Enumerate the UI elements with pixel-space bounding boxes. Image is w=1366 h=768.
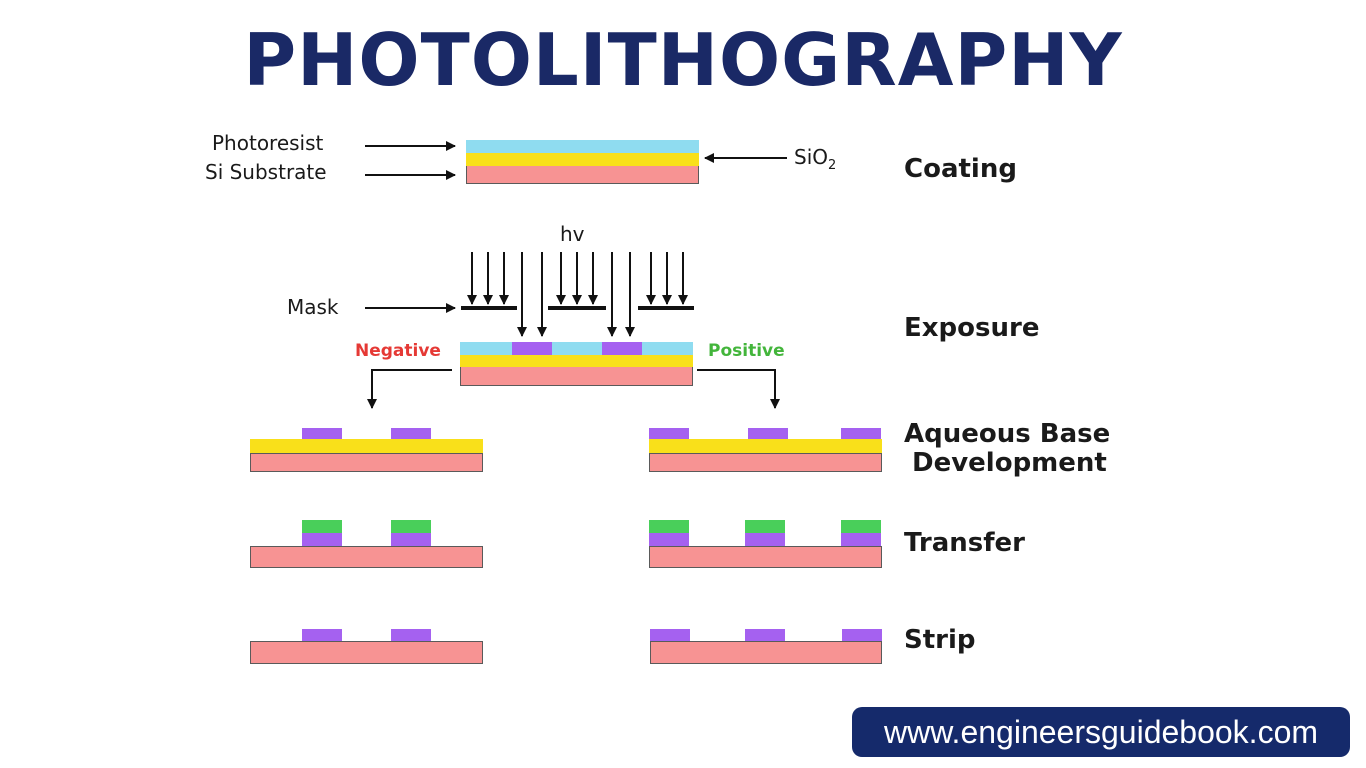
hv-label: hv	[560, 222, 585, 246]
oxide-feature	[649, 533, 689, 546]
negative-branch-arrow	[367, 369, 452, 409]
sio2-layer	[250, 439, 483, 453]
exposed-resist-region	[512, 342, 552, 355]
sio2-label-subscript: 2	[828, 158, 837, 173]
oxide-feature	[842, 629, 882, 641]
positive-branch-arrow	[697, 369, 780, 409]
sio2-layer	[466, 153, 699, 166]
resist-cap	[745, 520, 785, 533]
sio2-layer	[460, 355, 693, 367]
sio2-label: SiO2	[794, 145, 836, 173]
step-development-line1: Aqueous Base	[904, 419, 1111, 449]
si-substrate-layer	[250, 546, 483, 568]
si-substrate-label: Si Substrate	[205, 160, 327, 184]
si-substrate-layer	[650, 641, 882, 664]
website-link[interactable]: www.engineersguidebook.com	[852, 707, 1350, 757]
step-transfer: Transfer	[904, 528, 1025, 558]
resist-feature	[748, 428, 788, 439]
si-substrate-layer	[466, 165, 699, 184]
positive-label: Positive	[708, 341, 785, 361]
si-substrate-layer	[649, 546, 882, 568]
si-substrate-layer	[250, 641, 483, 664]
resist-feature	[841, 428, 881, 439]
step-development: Aqueous Base Development	[904, 420, 1110, 478]
resist-feature	[391, 428, 431, 439]
si-substrate-layer	[460, 366, 693, 386]
photoresist-layer	[466, 140, 699, 153]
step-development-line2: Development	[912, 448, 1107, 478]
resist-cap	[391, 520, 431, 533]
oxide-feature	[841, 533, 881, 546]
sio2-layer	[649, 439, 882, 453]
oxide-feature	[650, 629, 690, 641]
exposed-resist-region	[602, 342, 642, 355]
photoresist-label: Photoresist	[212, 131, 324, 155]
oxide-feature	[302, 629, 342, 641]
si-substrate-layer	[250, 453, 483, 472]
photoresist-layer	[460, 342, 693, 355]
oxide-feature	[391, 533, 431, 546]
oxide-feature	[391, 629, 431, 641]
resist-feature	[649, 428, 689, 439]
resist-feature	[302, 428, 342, 439]
oxide-feature	[302, 533, 342, 546]
step-exposure: Exposure	[904, 313, 1040, 343]
resist-cap	[841, 520, 881, 533]
step-strip: Strip	[904, 625, 976, 655]
negative-label: Negative	[355, 341, 441, 361]
resist-cap	[649, 520, 689, 533]
oxide-feature	[745, 533, 785, 546]
resist-cap	[302, 520, 342, 533]
mask-label: Mask	[287, 295, 339, 319]
step-coating: Coating	[904, 154, 1017, 184]
si-substrate-layer	[649, 453, 882, 472]
oxide-feature	[745, 629, 785, 641]
page-title: PHOTOLITHOGRAPHY	[243, 18, 1123, 102]
sio2-label-text: SiO	[794, 145, 828, 169]
